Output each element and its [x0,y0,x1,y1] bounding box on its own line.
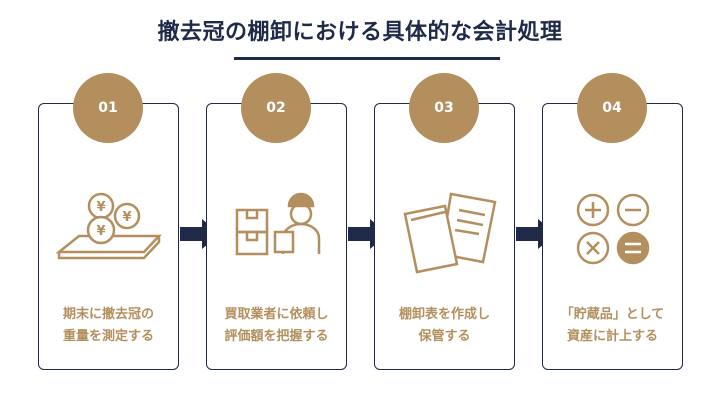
svg-text:¥: ¥ [122,210,131,225]
step-label-line1: 期末に撤去冠の [62,307,154,322]
page-title: 撤去冠の棚卸における具体的な会計処理 [157,20,563,45]
documents-icon [403,192,497,274]
step-number-badge: 01 [73,73,143,143]
worker-with-boxes-icon [235,192,321,256]
step-number-badge: 02 [241,73,311,143]
svg-text:¥: ¥ [96,200,105,215]
step-card-2: 買取業者に依頼し 評価額を把握する [206,103,347,370]
step-label-line1: 棚卸表を作成し [398,307,490,322]
step-label-line1: 買取業者に依頼し [224,307,329,322]
step-label-line2: 評価額を把握する [224,329,329,344]
step-number-badge: 04 [577,73,647,143]
calculator-symbols-icon [576,193,650,265]
step-card-1: ¥ ¥ ¥ 期末に撤去冠の 重量を測定する [38,103,179,370]
step-label-line1: 「貯蔵品」として [560,307,665,322]
step-card-4: 「貯蔵品」として 資産に計上する [542,103,683,370]
svg-text:¥: ¥ [96,224,105,239]
title-divider [234,57,500,60]
step-label-line2: 重量を測定する [62,329,154,344]
step-number-badge: 03 [409,73,479,143]
step-label-line2: 保管する [418,329,471,344]
coins-on-tray-icon: ¥ ¥ ¥ [55,192,162,260]
step-card-3: 棚卸表を作成し 保管する [374,103,515,370]
step-label-line2: 資産に計上する [566,329,658,344]
